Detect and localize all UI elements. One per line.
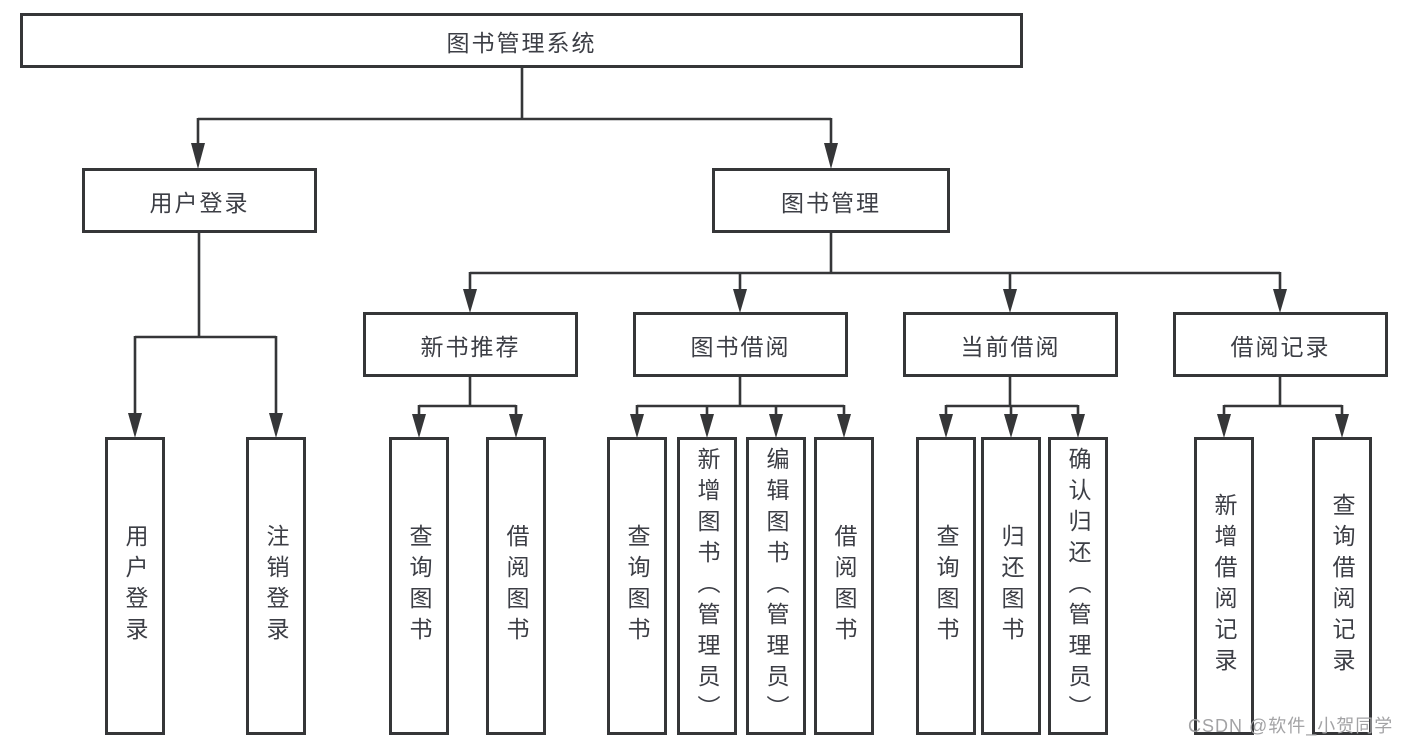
leaf-query-books-recommend: 查询图书 xyxy=(389,437,449,735)
arrow-down-icon xyxy=(128,413,142,438)
leaf-borrow-books-recommend: 借阅图书 xyxy=(486,437,546,735)
arrow-down-icon xyxy=(1071,414,1085,438)
arrow-down-icon xyxy=(1273,289,1287,313)
leaf-add-borrow-record: 新增借阅记录 xyxy=(1194,437,1254,735)
arrow-down-icon xyxy=(630,414,644,438)
arrow-down-icon xyxy=(269,413,283,438)
connector-arrowheads xyxy=(128,143,1349,438)
leaf-logout: 注销登录 xyxy=(246,437,306,735)
leaf-return-books: 归还图书 xyxy=(981,437,1041,735)
leaf-user-login: 用户登录 xyxy=(105,437,165,735)
arrow-down-icon xyxy=(1003,289,1017,313)
leaf-confirm-return-admin: 确认归还（管理员） xyxy=(1048,437,1108,735)
leaf-add-books-admin: 新增图书（管理员） xyxy=(677,437,737,735)
arrow-down-icon xyxy=(769,414,783,438)
arrow-down-icon xyxy=(939,414,953,438)
csdn-watermark: CSDN @软件_小贺同学 xyxy=(1188,716,1394,736)
arrow-down-icon xyxy=(824,143,838,169)
node-new-book-recommendation: 新书推荐 xyxy=(363,312,578,377)
node-book-management: 图书管理 xyxy=(712,168,950,233)
arrow-down-icon xyxy=(837,414,851,438)
arrow-down-icon xyxy=(700,414,714,438)
leaf-query-borrow-record: 查询借阅记录 xyxy=(1312,437,1372,735)
arrow-down-icon xyxy=(1217,414,1231,438)
leaf-edit-books-admin: 编辑图书（管理员） xyxy=(746,437,806,735)
node-book-borrowing: 图书借阅 xyxy=(633,312,848,377)
leaf-query-books-borrowing: 查询图书 xyxy=(607,437,667,735)
arrow-down-icon xyxy=(733,289,747,313)
arrow-down-icon xyxy=(412,414,426,438)
node-current-borrowing: 当前借阅 xyxy=(903,312,1118,377)
node-borrowing-records: 借阅记录 xyxy=(1173,312,1388,377)
arrow-down-icon xyxy=(1004,414,1018,438)
arrow-down-icon xyxy=(1335,414,1349,438)
node-root-system: 图书管理系统 xyxy=(20,13,1023,68)
node-user-login: 用户登录 xyxy=(82,168,317,233)
leaf-borrow-books: 借阅图书 xyxy=(814,437,874,735)
arrow-down-icon xyxy=(191,143,205,169)
arrow-down-icon xyxy=(463,289,477,313)
arrow-down-icon xyxy=(509,414,523,438)
leaf-query-books-current: 查询图书 xyxy=(916,437,976,735)
